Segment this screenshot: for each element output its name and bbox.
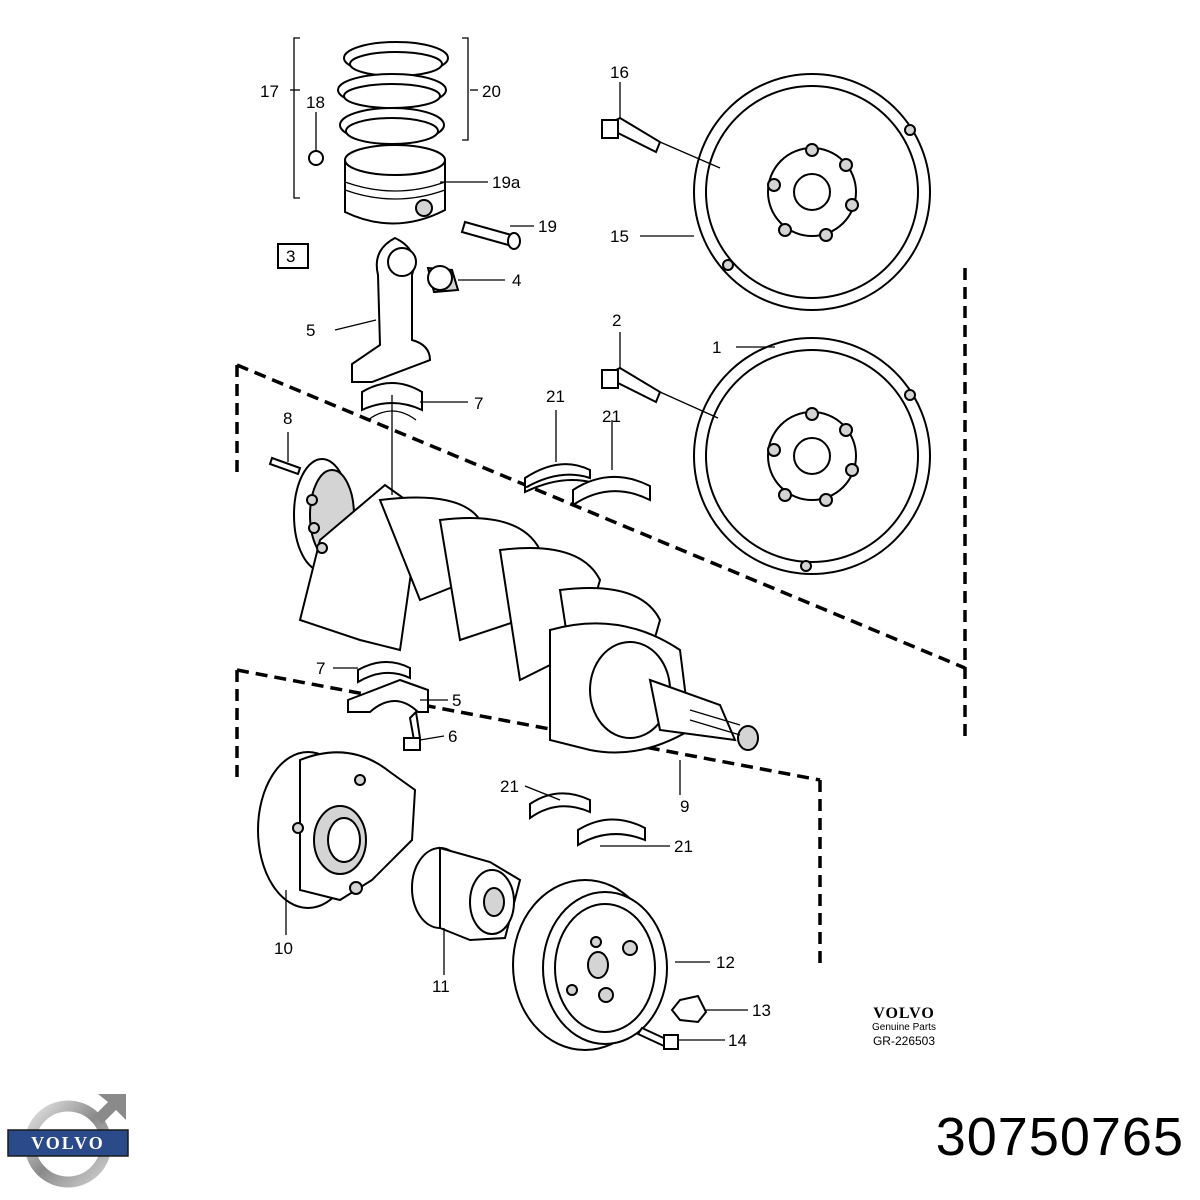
callout-2: 2 — [612, 311, 621, 330]
bushing-4 — [427, 265, 453, 291]
logo-wordmark: VOLVO — [31, 1133, 105, 1153]
callout-1: 1 — [712, 338, 721, 357]
brand-block: VOLVO Genuine Parts GR-226503 — [872, 1005, 936, 1048]
callout-7-upper: 7 — [474, 394, 483, 413]
callout-7-lower: 7 — [316, 659, 325, 678]
circlip-18 — [308, 150, 324, 166]
leader-lines — [285, 82, 775, 1041]
callout-9: 9 — [680, 797, 689, 816]
callout-16: 16 — [610, 63, 629, 82]
brand-block-subtitle: Genuine Parts — [872, 1022, 936, 1033]
volvo-logo: VOLVO — [7, 1094, 129, 1188]
callout-3: 3 — [286, 247, 295, 266]
callout-20: 20 — [482, 82, 501, 101]
callout-5-lower: 5 — [452, 691, 461, 710]
callout-10: 10 — [274, 939, 293, 958]
callout-5-upper: 5 — [306, 321, 315, 340]
callout-21-a: 21 — [546, 387, 565, 406]
callout-19a: 19a — [492, 173, 521, 192]
callout-14: 14 — [728, 1031, 747, 1050]
oil-pump — [257, 751, 417, 909]
part-number: 30750765 — [935, 1107, 1184, 1167]
callout-15: 15 — [610, 227, 629, 246]
flywheel-lower — [601, 337, 931, 575]
brand-block-title: VOLVO — [873, 1005, 935, 1022]
piston-pin-19 — [460, 220, 517, 248]
callout-13: 13 — [752, 1001, 771, 1020]
callout-19: 19 — [538, 217, 557, 236]
callout-8: 8 — [283, 409, 292, 428]
callout-labels: 17 18 20 19a 19 3 4 5 7 8 21 21 16 15 2 … — [260, 63, 771, 1050]
callout-4: 4 — [512, 271, 521, 290]
main-bearing-shells — [524, 463, 651, 847]
dashed-assembly-frames — [235, 268, 967, 968]
callout-17: 17 — [260, 82, 279, 101]
callout-11: 11 — [432, 977, 450, 996]
flywheel-upper — [601, 73, 931, 311]
callout-18: 18 — [306, 93, 325, 112]
rod-cap-assembly — [347, 661, 429, 751]
pin-8 — [268, 456, 302, 476]
crank-pulley — [512, 879, 708, 1051]
connecting-rod — [277, 236, 460, 421]
crankshaft — [293, 458, 759, 754]
callout-6: 6 — [448, 727, 457, 746]
callout-12: 12 — [716, 953, 735, 972]
brand-block-reference: GR-226503 — [873, 1034, 935, 1048]
piston-group — [293, 37, 521, 250]
callout-21-d: 21 — [674, 837, 693, 856]
callout-21-b: 21 — [602, 407, 621, 426]
crank-sprocket — [411, 846, 522, 942]
callout-21-c: 21 — [500, 777, 519, 796]
